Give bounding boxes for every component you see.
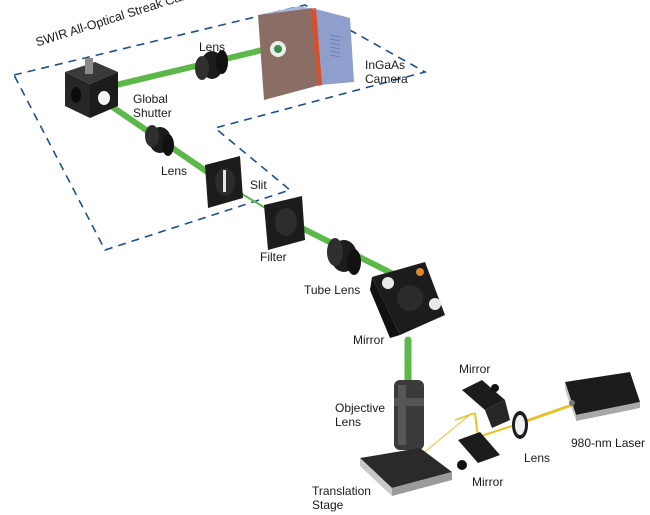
label-global-shutter: Global Shutter — [133, 92, 172, 120]
label-mirror-upper: Mirror — [459, 362, 491, 376]
label-slit: Slit — [250, 178, 267, 192]
label-objective-lens: Objective Lens — [335, 401, 386, 429]
mirror-main — [370, 262, 445, 338]
label-ingaas-camera: InGaAs Camera — [365, 58, 408, 86]
laser — [565, 372, 640, 421]
label-tube-lens: Tube Lens — [304, 283, 361, 297]
mirror-upper — [462, 380, 510, 428]
ingaas-camera — [258, 6, 354, 100]
label-mirror-main: Mirror — [353, 333, 385, 347]
tube-lens — [327, 238, 361, 275]
label-mirror-lower: Mirror — [472, 475, 504, 489]
label-lens-1: Lens — [199, 40, 226, 54]
label-translation-stage: Translation Stage — [312, 484, 371, 512]
label-lens-3: Lens — [524, 451, 551, 465]
slit — [205, 156, 243, 208]
mirror-lower — [457, 432, 500, 470]
label-lens-2: Lens — [161, 164, 188, 178]
label-filter: Filter — [260, 250, 287, 264]
lens-3 — [512, 411, 528, 439]
translation-stage — [360, 448, 452, 496]
global-shutter — [65, 58, 118, 118]
lens-2 — [145, 125, 174, 156]
objective-lens — [394, 380, 424, 458]
streak-camera-boundary — [13, 4, 428, 251]
label-laser: 980-nm Laser — [571, 436, 646, 450]
lens-1 — [195, 50, 228, 80]
filter — [264, 196, 305, 250]
